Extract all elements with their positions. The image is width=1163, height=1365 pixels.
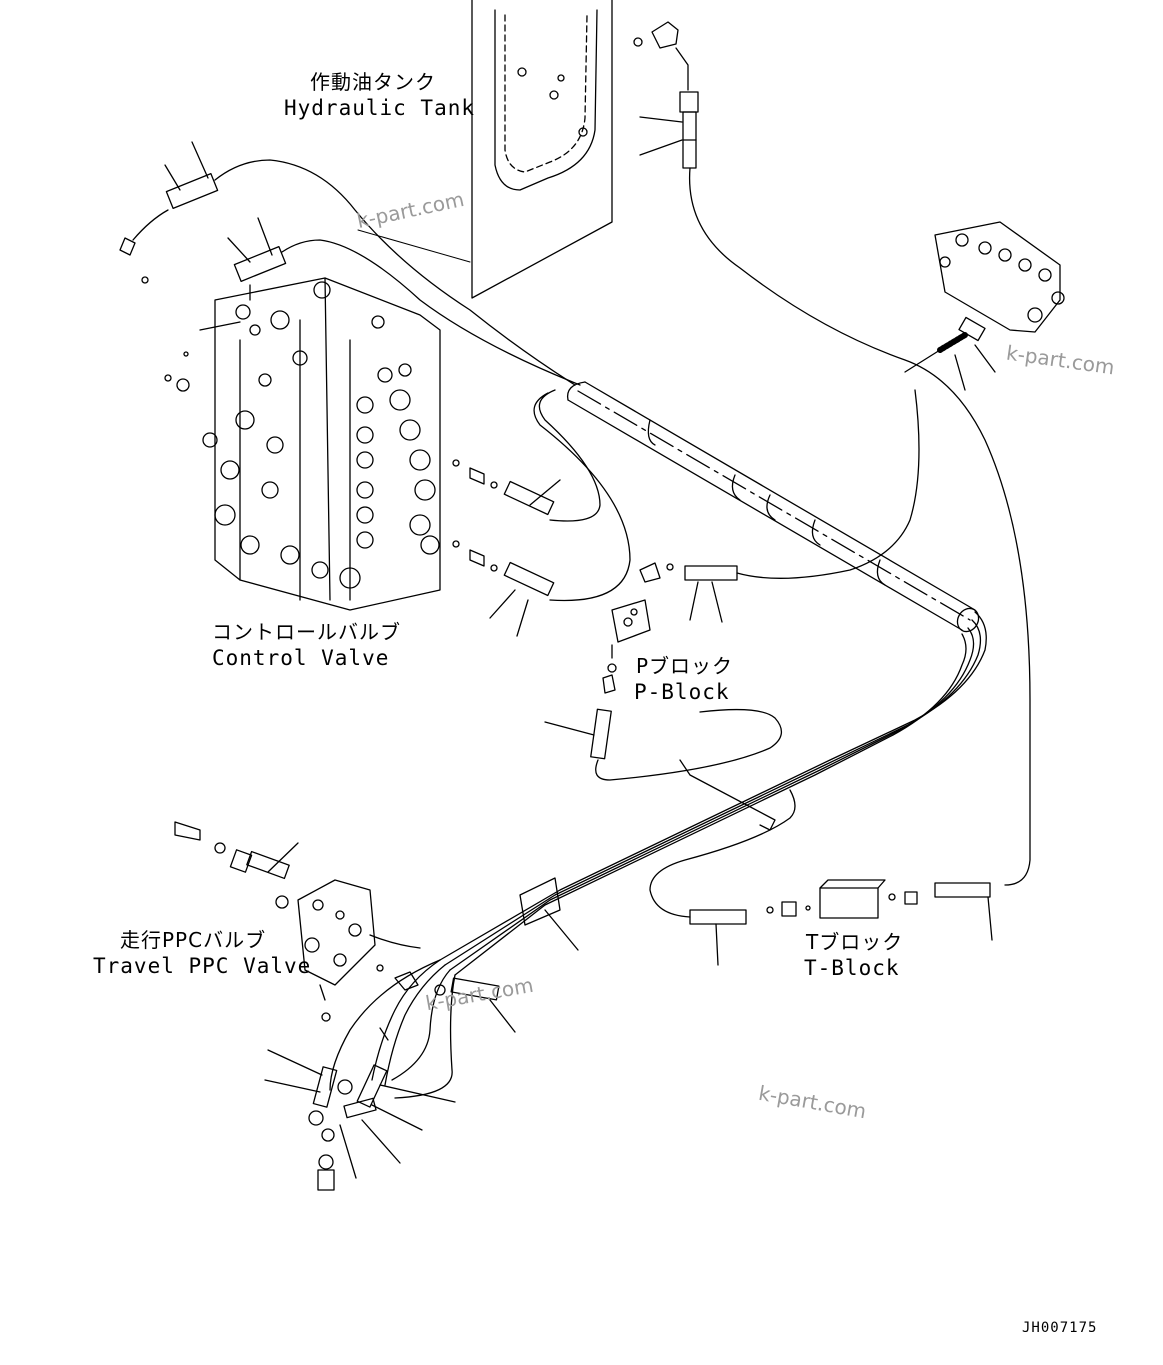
- travel-ppc-label-en: Travel PPC Valve: [93, 954, 312, 978]
- control-valve-label-jp: コントロールバルブ: [212, 620, 401, 644]
- t-block-label-en: T-Block: [804, 956, 900, 980]
- top-right-valve: [904, 221, 1065, 391]
- lower-connectors: [264, 959, 456, 1191]
- p-block-label-en: P-Block: [634, 680, 730, 704]
- tank-return-fitting: [633, 21, 1031, 886]
- p-block: [544, 389, 920, 781]
- control-valve-upper-hoses: [119, 141, 581, 386]
- control-valve-label-en: Control Valve: [212, 646, 390, 670]
- travel-ppc-valve: [174, 821, 516, 1033]
- tank-label-jp: 作動油タンク: [310, 70, 436, 94]
- tank-label-en: Hydraulic Tank: [284, 96, 476, 120]
- t-block: [649, 759, 993, 966]
- control-valve-right-hoses: [452, 389, 631, 637]
- drawing-code: JH007175: [1022, 1320, 1098, 1336]
- control-valve: [164, 277, 441, 611]
- pipe-bundle: [439, 381, 987, 976]
- p-block-label-jp: Pブロック: [636, 654, 734, 678]
- t-block-label-jp: Tブロック: [806, 930, 904, 954]
- travel-ppc-label-jp: 走行PPCバルブ: [120, 928, 267, 952]
